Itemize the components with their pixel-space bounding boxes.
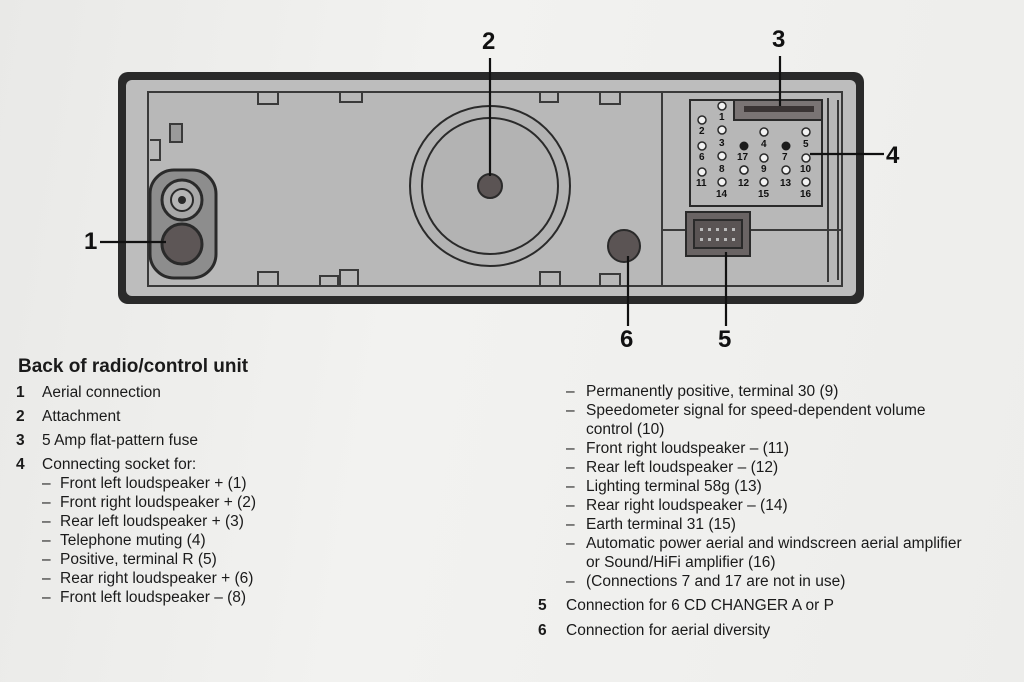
pin-label: 2 [699,126,705,137]
socket-pins [697,101,811,187]
item-text: Connecting socket for: [42,456,197,473]
pin-label: 10 [800,164,812,175]
socket-entry: –Automatic power aerial and windscreen a… [566,535,962,552]
pin-label: 1 [719,112,725,123]
pin-label: 6 [699,152,705,163]
socket-entry: –Front right loudspeaker – (11) [566,440,790,457]
pin-label: 17 [737,152,749,163]
attachment-bolt [477,173,503,199]
legend-item: 1 Aerial connection [16,383,516,402]
section-title: Back of radio/control unit [18,356,249,377]
socket-entry: –Rear right loudspeaker – (14) [566,497,788,514]
pin-label: 5 [803,139,809,150]
pin-label: 16 [800,189,812,200]
legend-item: 4 Connecting socket for: [16,455,516,474]
item-number: 5 [538,597,547,614]
socket-entry: –Lighting terminal 58g (13) [566,478,762,495]
legend-right-column: –Permanently positive, terminal 30 (9) –… [566,382,1016,591]
socket-entry: –Front left loudspeaker + (1) [42,475,247,492]
item-text: Connection for 6 CD CHANGER A or P [566,597,834,614]
legend-item: 6 Connection for aerial diversity [538,621,1008,640]
pin-numbers: 1 2 3 4 5 6 17 7 8 9 10 11 12 13 14 15 1… [696,112,812,200]
socket-entry: –Permanently positive, terminal 30 (9) [566,383,839,400]
socket-entry-continued: control (10) [586,421,665,438]
callout-4: 4 [886,142,900,169]
pin-label: 11 [696,178,707,189]
legend-item: 3 5 Amp flat-pattern fuse [16,431,516,450]
socket-entry: –Rear left loudspeaker – (12) [566,459,779,476]
callout-2: 2 [482,28,496,55]
pin-label: 12 [738,178,750,189]
item-number: 2 [16,408,25,425]
callout-3: 3 [772,26,786,53]
item-text: Attachment [42,408,121,425]
aerial-socket [160,222,204,266]
legend-right-items: 5 Connection for 6 CD CHANGER A or P 6 C… [538,596,1008,640]
socket-entry: –Speedometer signal for speed-dependent … [566,402,926,419]
pin-label: 8 [719,164,725,175]
callout-5: 5 [718,326,732,353]
socket-entry: –Front right loudspeaker + (2) [42,494,256,511]
legend-left-column: 1 Aerial connection 2 Attachment 3 5 Amp… [16,383,516,607]
item-text: 5 Amp flat-pattern fuse [42,432,198,449]
pin-label: 4 [761,139,767,150]
socket-entry: –Positive, terminal R (5) [42,551,217,568]
item-number: 3 [16,432,25,449]
radio-back-diagram: 1 2 3 4 5 6 17 7 8 9 10 11 12 13 14 15 1… [100,56,884,326]
callout-6: 6 [620,326,634,353]
item-text: Aerial connection [42,384,161,401]
pin-label: 7 [782,152,788,163]
diversity-socket [607,229,641,263]
socket-entry: –Front left loudspeaker – (8) [42,589,247,606]
item-number: 4 [16,456,25,473]
item-number: 1 [16,384,25,401]
socket-entry-continued: or Sound/HiFi amplifier (16) [586,554,776,571]
item-number: 6 [538,622,547,639]
unused-pins [739,141,791,151]
callout-1: 1 [84,228,98,255]
pin-label: 14 [716,189,728,200]
leader-lines [100,56,884,326]
pin-label: 15 [758,189,770,200]
socket-entry: –Rear right loudspeaker + (6) [42,570,254,587]
side-rail [827,98,839,282]
socket-entry: –Earth terminal 31 (15) [566,516,736,533]
legend-item: 5 Connection for 6 CD CHANGER A or P [538,596,1008,615]
item-text: Connection for aerial diversity [566,622,771,639]
pin-label: 9 [761,164,767,175]
socket-entry: –Rear left loudspeaker + (3) [42,513,244,530]
pin-label: 3 [719,138,725,149]
small-slot [169,123,183,143]
socket-entry: –(Connections 7 and 17 are not in use) [566,573,846,590]
legend-item: 2 Attachment [16,407,516,426]
socket-entry: –Telephone muting (4) [42,532,206,549]
cd-connector-pins [700,228,735,241]
pin-label: 13 [780,178,792,189]
